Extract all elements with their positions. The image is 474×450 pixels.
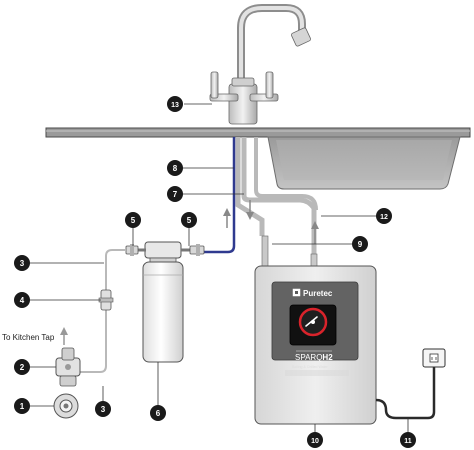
callout-7: 7 (167, 186, 183, 202)
feed-line (80, 249, 126, 373)
boiling-water-unit (254, 235, 377, 425)
callout-1: 1 (14, 398, 30, 414)
svg-text:9: 9 (358, 240, 363, 249)
callout-4: 4 (14, 292, 30, 308)
flow-arrow-up-kitchen-tap (60, 327, 68, 345)
callout-6: 6 (150, 405, 166, 421)
power-socket (422, 348, 446, 368)
to-kitchen-tap-label: To Kitchen Tap (2, 333, 55, 342)
callout-2: 2 (14, 359, 30, 375)
leader-lines (29, 103, 409, 432)
svg-text:11: 11 (404, 438, 412, 445)
callout-9: 9 (352, 236, 368, 252)
heater-tagline: Boiling & Chilled Water (292, 365, 328, 369)
svg-text:8: 8 (173, 164, 178, 173)
wall-stop-valve (53, 393, 79, 419)
svg-text:1: 1 (20, 402, 25, 411)
svg-text:13: 13 (171, 102, 179, 109)
svg-text:3: 3 (101, 405, 106, 414)
svg-text:3: 3 (20, 259, 25, 268)
svg-text:6: 6 (156, 409, 161, 418)
mixer-tap (209, 4, 311, 125)
heater-model: SPARQH2 (295, 353, 333, 362)
flow-arrow-down-hot (246, 200, 254, 220)
svg-text:5: 5 (131, 216, 136, 225)
water-filter (142, 241, 184, 363)
callout-12: 12 (376, 208, 392, 224)
svg-text:5: 5 (187, 216, 192, 225)
flow-arrow-up-outlet (311, 221, 319, 244)
callout-10: 10 (307, 432, 323, 448)
svg-text:7: 7 (173, 190, 178, 199)
sink-basin (267, 136, 461, 190)
callout-11: 11 (400, 432, 416, 448)
callout-5-right: 5 (181, 212, 197, 228)
svg-text:10: 10 (311, 438, 319, 445)
svg-text:4: 4 (20, 296, 25, 305)
heater-logo (292, 288, 301, 297)
tee-valve (55, 347, 81, 387)
filtered-water-line (204, 137, 236, 254)
flow-arrow-up-filtered (223, 208, 231, 228)
callout-3-top: 3 (14, 255, 30, 271)
heater-model-suffix: H2 (322, 353, 333, 362)
power-cord (375, 366, 436, 420)
callout-8: 8 (167, 160, 183, 176)
filter-outlet-fitting (181, 244, 205, 256)
filter-inlet-fitting (125, 244, 146, 256)
heater-model-prefix: SPARQ (295, 353, 322, 362)
callout-5-left: 5 (125, 212, 141, 228)
countertop (45, 127, 471, 138)
callout-13: 13 (167, 96, 183, 112)
callout-3-bottom: 3 (95, 401, 111, 417)
svg-text:2: 2 (20, 363, 25, 372)
heater-brand: Puretec (303, 289, 333, 298)
svg-text:12: 12 (380, 214, 388, 221)
non-return-valve (98, 289, 114, 311)
